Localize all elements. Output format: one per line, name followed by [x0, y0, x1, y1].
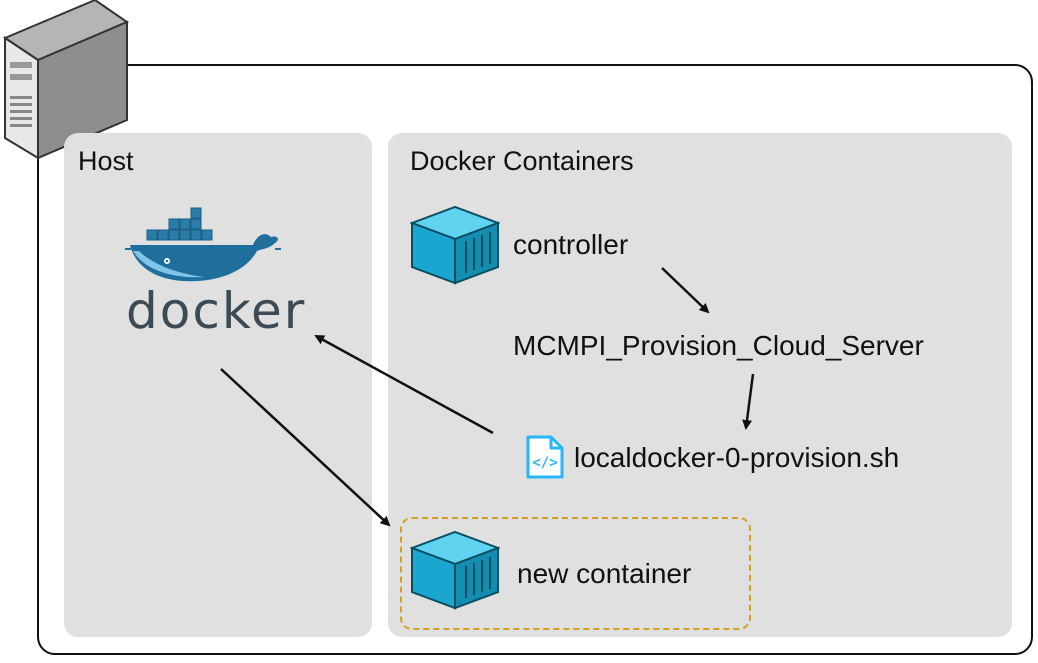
arrow-docker-to-new-container: [220, 368, 391, 527]
svg-text:</>: </>: [532, 455, 557, 471]
controller-label: controller: [513, 229, 629, 260]
container-icon: [410, 530, 500, 610]
container-icon: [410, 205, 500, 285]
host-panel: [64, 133, 372, 637]
host-title: Host: [78, 146, 134, 176]
arrow-function-to-script: [742, 373, 755, 430]
arrow-script-to-docker: [314, 334, 494, 435]
script-file-icon: </>: [526, 435, 564, 479]
function-label: MCMPI_Provision_Cloud_Server: [513, 330, 924, 361]
docker-whale-icon: [125, 207, 281, 282]
server-icon: [2, 0, 130, 160]
new-container-box: [400, 517, 751, 630]
arrow-controller-to-function: [661, 267, 710, 314]
docker-logo-text: docker: [126, 282, 307, 340]
new-container-label: new container: [517, 558, 692, 589]
docker-containers-title: Docker Containers: [410, 146, 634, 176]
script-label: localdocker-0-provision.sh: [574, 442, 900, 473]
